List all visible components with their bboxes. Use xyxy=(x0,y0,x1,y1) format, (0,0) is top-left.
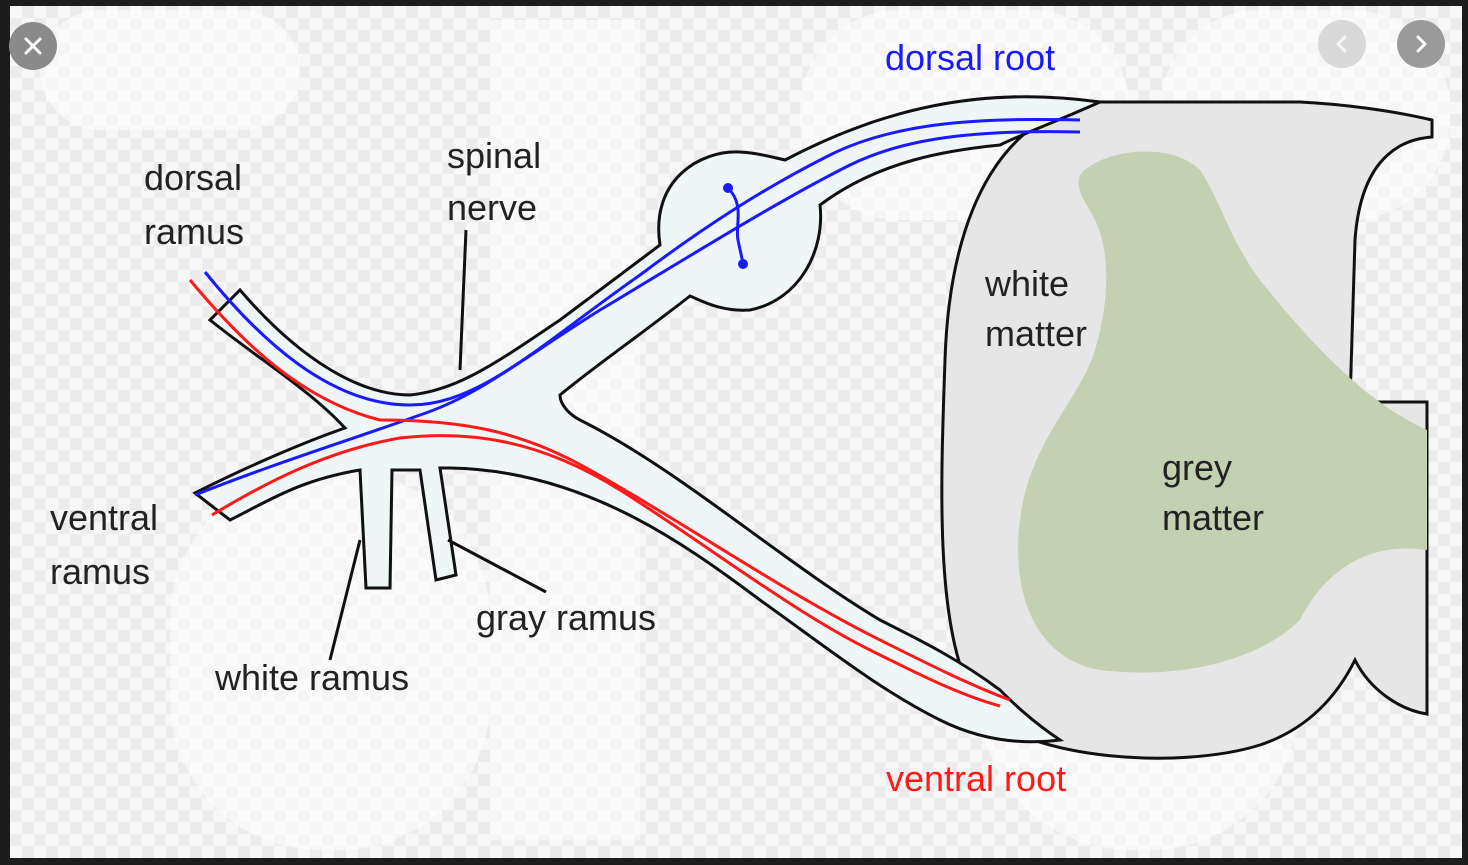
previous-image-button[interactable] xyxy=(1318,20,1366,68)
dorsal-root-label: dorsal root xyxy=(885,37,1055,78)
gray-ramus-label: gray ramus xyxy=(476,597,656,638)
next-image-button[interactable] xyxy=(1397,20,1445,68)
chevron-left-icon xyxy=(1332,34,1352,54)
ventral-ramus-label-line1: ventral xyxy=(50,497,158,538)
grey-matter-label-line2: matter xyxy=(1162,497,1264,538)
close-button[interactable] xyxy=(9,22,57,70)
dorsal-ramus-label-line2: ramus xyxy=(144,211,244,252)
chevron-right-icon xyxy=(1411,34,1431,54)
grey-matter-label-line1: grey xyxy=(1162,447,1232,488)
ventral-ramus-label-line2: ramus xyxy=(50,551,150,592)
ventral-root-label: ventral root xyxy=(886,758,1066,799)
spinal-nerve-label-line2: nerve xyxy=(447,187,537,228)
white-matter-label-line1: white xyxy=(984,263,1069,304)
spinal-nerve-label-line1: spinal xyxy=(447,135,541,176)
spinal-nerve-pointer xyxy=(460,230,466,370)
white-ramus-label: white ramus xyxy=(214,657,409,698)
dorsal-ramus-label-line1: dorsal xyxy=(144,157,242,198)
close-icon xyxy=(22,35,44,57)
white-matter-label-line2: matter xyxy=(985,313,1087,354)
